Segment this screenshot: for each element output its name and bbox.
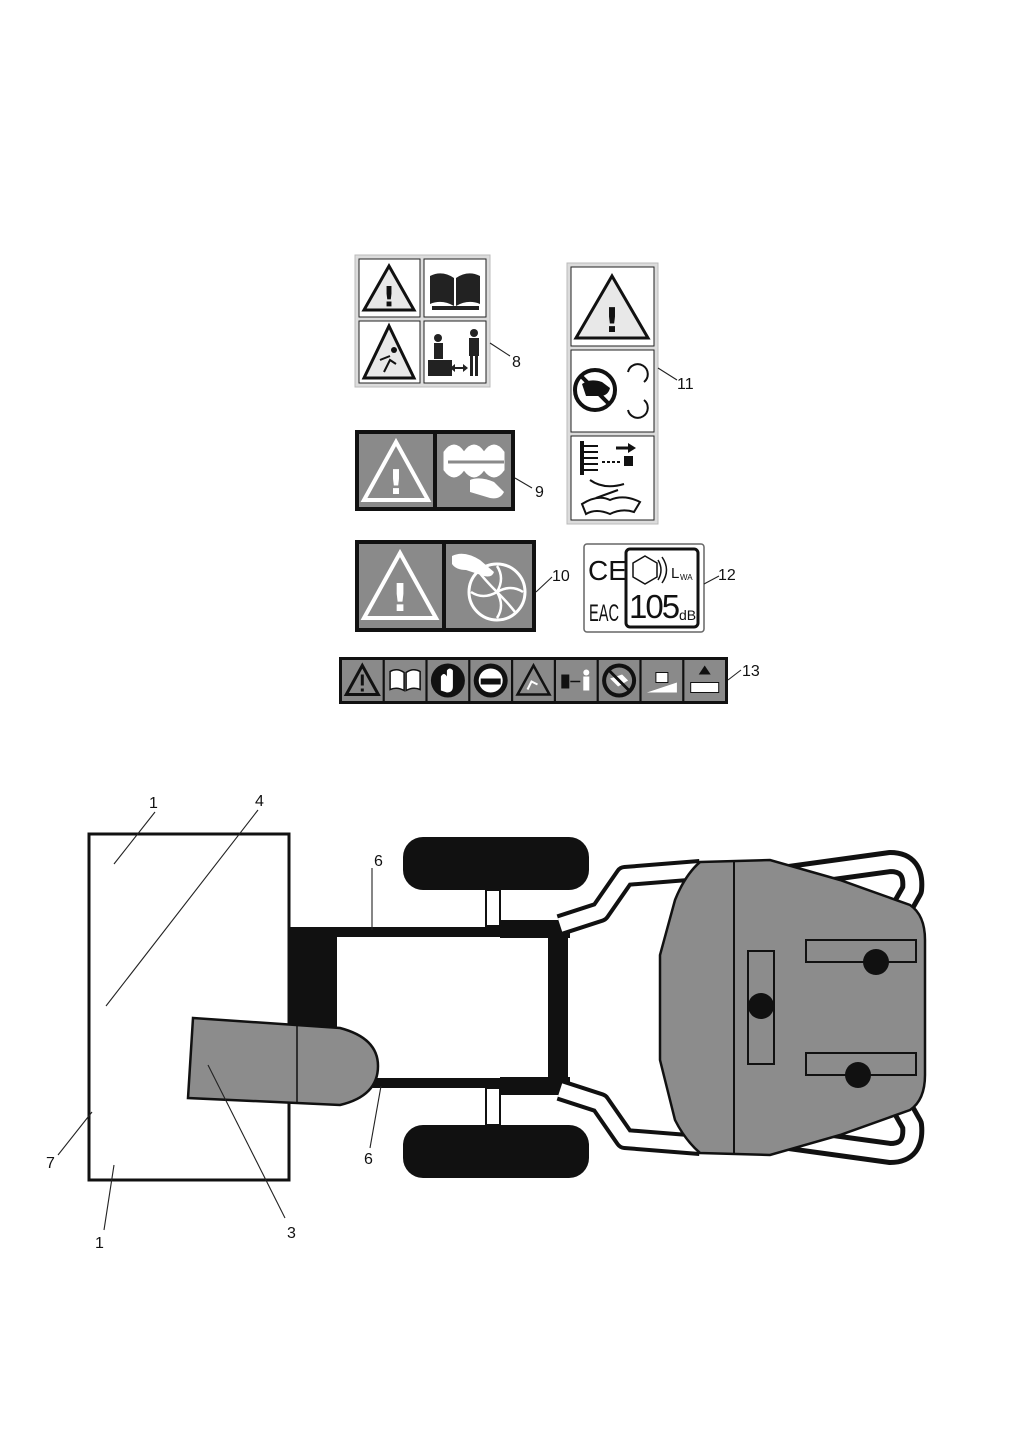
warning-icon: ! bbox=[360, 548, 440, 620]
control-slot-top bbox=[805, 939, 917, 963]
decal-9: ! 9 bbox=[355, 430, 544, 511]
decal-10: ! 10 bbox=[355, 540, 570, 632]
no-hand-rotating-icon bbox=[573, 363, 649, 419]
callout-9: 9 bbox=[535, 484, 544, 501]
callout-3: 3 bbox=[287, 1225, 296, 1242]
callout-6: 6 bbox=[364, 1151, 373, 1168]
manual-icon bbox=[384, 660, 426, 701]
callout-12: 12 bbox=[718, 567, 736, 584]
control-knob bbox=[845, 1062, 871, 1088]
control-knob bbox=[863, 949, 889, 975]
maintenance-icon bbox=[684, 660, 725, 701]
slope-icon bbox=[641, 660, 683, 701]
lwa-symbol: L bbox=[671, 565, 679, 582]
sound-power-unit: dB bbox=[679, 607, 696, 623]
warning-icon: ! bbox=[361, 262, 417, 313]
decal-12: CE EAC L WA 105 dB 12 bbox=[583, 543, 736, 633]
callout-1: 1 bbox=[95, 1235, 104, 1252]
svg-text:!: ! bbox=[604, 301, 620, 341]
callout-4: 4 bbox=[255, 793, 264, 810]
callout-8: 8 bbox=[512, 354, 521, 371]
thrown-objects-icon bbox=[513, 660, 554, 701]
callout-1: 1 bbox=[149, 795, 158, 812]
gloves-icon bbox=[427, 660, 469, 701]
warning-icon: ! bbox=[360, 437, 432, 503]
wheel-top bbox=[403, 837, 589, 890]
svg-text:!: ! bbox=[391, 576, 408, 620]
discharge-chute bbox=[186, 1016, 380, 1107]
callout-6: 6 bbox=[374, 853, 383, 870]
bystander-distance-icon bbox=[428, 329, 479, 376]
auger-housing bbox=[87, 832, 291, 1182]
sound-power-value: 105 bbox=[629, 588, 679, 625]
decal-13: 13 bbox=[339, 657, 760, 704]
warning-icon bbox=[342, 660, 383, 701]
impeller-hand-icon bbox=[452, 553, 527, 622]
no-hand-icon bbox=[598, 660, 640, 701]
sound-power-icon bbox=[632, 555, 668, 585]
callout-11: 11 bbox=[677, 376, 694, 393]
warning-icon: ! bbox=[573, 273, 651, 341]
machine-top-view: 1 4 6 6 7 1 3 bbox=[46, 793, 927, 1252]
wheel-bottom bbox=[403, 1125, 589, 1178]
decal-8: ! 8 bbox=[354, 254, 521, 388]
callout-13: 13 bbox=[742, 663, 760, 680]
thrown-objects-icon bbox=[361, 322, 417, 380]
control-knob bbox=[748, 993, 774, 1019]
helmet-icon bbox=[470, 660, 511, 701]
eac-mark: EAC bbox=[589, 600, 619, 627]
disconnect-spark-plug-icon bbox=[580, 441, 642, 516]
callout-7: 7 bbox=[46, 1155, 55, 1172]
decal-11: ! 11 bbox=[566, 262, 694, 525]
ce-mark: CE bbox=[588, 555, 627, 586]
svg-text:!: ! bbox=[383, 280, 396, 313]
lwa-subscript: WA bbox=[680, 573, 693, 582]
engine-cover bbox=[658, 858, 927, 1157]
manual-icon bbox=[430, 273, 480, 310]
distance-icon bbox=[556, 660, 597, 701]
svg-text:!: ! bbox=[388, 463, 404, 503]
auger-hand-icon bbox=[443, 444, 505, 499]
callout-10: 10 bbox=[552, 568, 570, 585]
